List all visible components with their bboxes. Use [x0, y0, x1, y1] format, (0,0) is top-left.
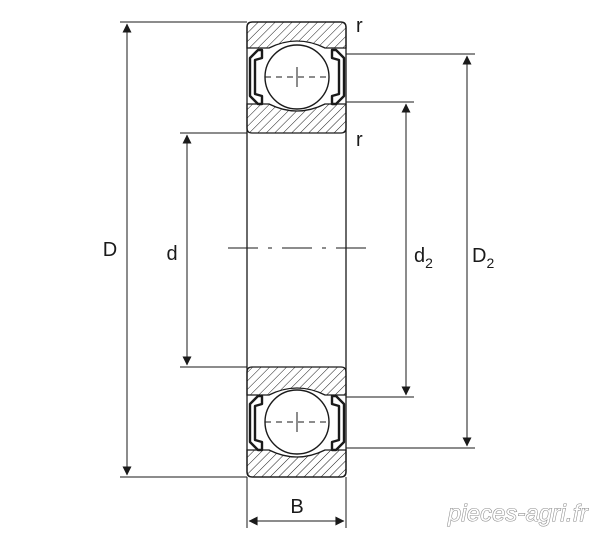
bottom-outer-ring-hatch [246, 449, 347, 478]
bottom-right-seal [330, 394, 346, 452]
label-bore-diameter: d [166, 243, 177, 265]
label-inner-shoulder: d2 [414, 245, 433, 271]
label-outer-diameter: D [103, 239, 117, 261]
extension-lines [120, 21, 475, 528]
label-outer-shoulder-base: D [472, 245, 486, 267]
label-radius-inner: r [356, 129, 363, 151]
label-outer-shoulder: D2 [472, 245, 494, 271]
label-inner-shoulder-base: d [414, 245, 425, 267]
bottom-ring-section [246, 366, 347, 478]
watermark-text: pieces-agri.fr [447, 500, 589, 526]
label-width: B [290, 496, 303, 518]
top-left-seal [248, 48, 264, 106]
top-right-seal [330, 48, 346, 106]
label-outer-shoulder-sub: 2 [486, 255, 494, 271]
bottom-inner-ring-hatch [246, 366, 347, 396]
top-inner-ring-hatch [246, 103, 347, 134]
bottom-left-seal [248, 394, 264, 452]
label-radius-top: r [356, 15, 363, 37]
label-inner-shoulder-sub: 2 [425, 255, 433, 271]
top-outer-ring-hatch [246, 21, 347, 49]
top-ring-section [246, 21, 347, 134]
